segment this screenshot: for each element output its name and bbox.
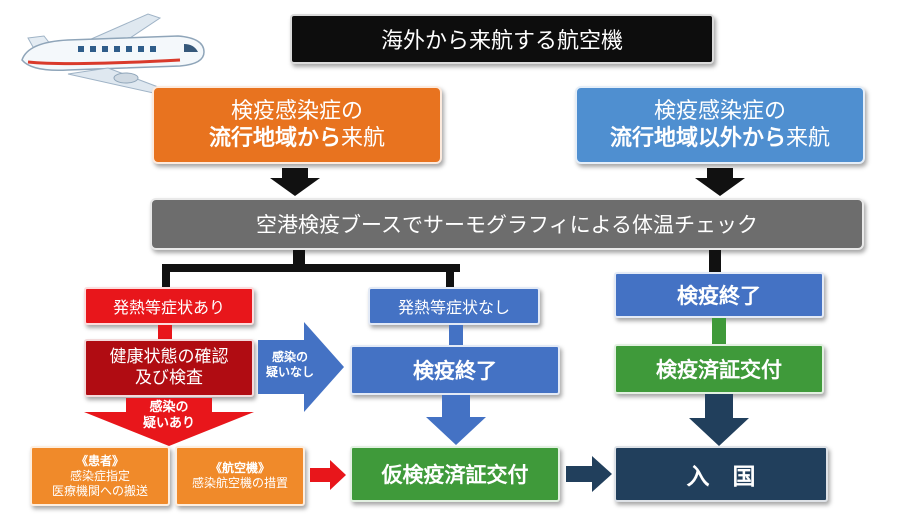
suspected-line2: 疑いあり <box>142 416 195 432</box>
suspected-line1: 感染の <box>149 400 189 415</box>
suspected-label: 感染の 疑いあり <box>139 400 199 433</box>
provisional-cert-box: 仮検疫済証交付 <box>350 446 560 502</box>
entry-box: 入 国 <box>614 446 828 502</box>
source-other-line1: 検疫感染症の <box>653 98 786 124</box>
symptoms-yes-box: 発熱等症状あり <box>84 287 254 325</box>
aircraft-box: 《航空機》 感染航空機の措置 <box>175 446 305 506</box>
source-other-rest: 来航 <box>786 126 831 151</box>
no-infection-line1: 感染の <box>271 350 308 364</box>
patient-line1: 感染症指定 <box>69 468 130 483</box>
symptoms-no-text: 発熱等症状なし <box>397 298 510 317</box>
quarantine-done-right-text: 検疫終了 <box>677 284 761 308</box>
cert-text: 検疫済証交付 <box>656 358 782 382</box>
cert-box: 検疫済証交付 <box>614 344 824 394</box>
health-check-line1: 健康状態の確認 <box>109 346 229 367</box>
title-box: 海外から来航する航空機 <box>290 14 714 64</box>
source-endemic-bold: 流行地域から <box>208 126 341 151</box>
source-other-bold: 流行地域以外から <box>609 126 786 151</box>
provisional-cert-text: 仮検疫済証交付 <box>381 463 529 487</box>
source-endemic-line1: 検疫感染症の <box>230 98 363 124</box>
arrow-down-icon <box>695 168 745 196</box>
health-check-line2: 及び検査 <box>135 368 203 388</box>
aircraft-line1: 感染航空機の措置 <box>191 476 288 490</box>
quarantine-done-right-box: 検疫終了 <box>614 272 824 318</box>
source-endemic-rest: 来航 <box>341 126 386 151</box>
connector-health <box>158 325 172 339</box>
arrow-down-navy-icon <box>689 394 749 446</box>
symptoms-yes-text: 発熱等症状あり <box>112 298 225 317</box>
arrow-right-red-icon <box>310 460 346 490</box>
quarantine-done-mid-text: 検疫終了 <box>413 359 497 383</box>
arrow-right-icon <box>258 322 344 412</box>
connector-right-2 <box>712 318 726 344</box>
arrow-right-navy-icon <box>566 456 612 492</box>
patient-tag: 《患者》 <box>75 453 124 468</box>
health-check-box: 健康状態の確認 及び検査 <box>84 339 254 397</box>
connector-mid <box>449 325 463 345</box>
branch-connector <box>162 250 460 288</box>
patient-box: 《患者》 感染症指定 医療機関への搬送 <box>30 446 170 506</box>
entry-text: 入 国 <box>686 464 756 490</box>
arrow-down-icon <box>270 168 320 196</box>
source-other-box: 検疫感染症の 流行地域以外から来航 <box>575 86 865 164</box>
patient-line2: 医療機関への搬送 <box>51 483 148 498</box>
title-text: 海外から来航する航空機 <box>380 29 623 54</box>
airplane-icon <box>21 13 205 95</box>
aircraft-tag: 《航空機》 <box>209 461 270 475</box>
no-infection-label: 感染の 疑いなし <box>262 350 318 380</box>
arrow-down-blue-icon <box>426 395 486 445</box>
arrow-down-red-icon <box>84 398 254 446</box>
source-endemic-box: 検疫感染症の 流行地域から来航 <box>152 86 442 164</box>
no-infection-line2: 疑いなし <box>265 365 314 379</box>
quarantine-done-mid-box: 検疫終了 <box>350 345 560 395</box>
temperature-check-text: 空港検疫ブースでサーモグラフィによる体温チェック <box>256 213 758 237</box>
connector-right <box>709 250 721 272</box>
temperature-check-box: 空港検疫ブースでサーモグラフィによる体温チェック <box>150 198 864 250</box>
symptoms-no-box: 発熱等症状なし <box>368 287 540 325</box>
